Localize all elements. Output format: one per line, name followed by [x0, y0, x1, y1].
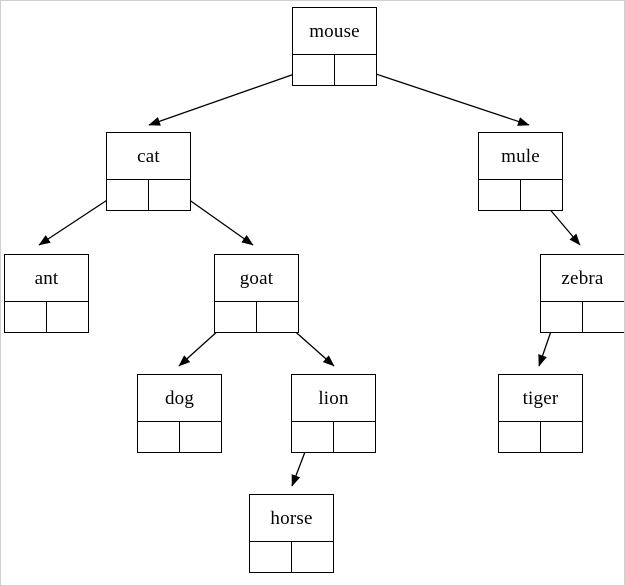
- left-pointer-cell: [138, 422, 180, 452]
- tree-node-label: horse: [270, 507, 313, 529]
- tree-node-cat: cat: [106, 132, 191, 211]
- right-pointer-cell: [180, 422, 222, 452]
- tree-node-mule: mule: [478, 132, 563, 211]
- left-pointer-cell: [479, 180, 521, 210]
- tree-node-zebra: zebra: [540, 254, 624, 333]
- left-pointer-cell: [107, 180, 149, 210]
- tree-node-label: mule: [501, 145, 540, 167]
- tree-node-label: cat: [137, 145, 160, 167]
- tree-node-label: lion: [318, 387, 349, 409]
- tree-node-pointer-cells: [107, 179, 190, 210]
- right-pointer-cell: [335, 55, 377, 85]
- right-pointer-cell: [257, 302, 299, 332]
- tree-node-label: goat: [239, 267, 274, 289]
- right-pointer-cell: [583, 302, 625, 332]
- tree-node-ant: ant: [4, 254, 89, 333]
- tree-node-pointer-cells: [138, 421, 221, 452]
- tree-node-label: mouse: [309, 20, 360, 42]
- left-pointer-cell: [5, 302, 47, 332]
- right-pointer-cell: [149, 180, 191, 210]
- left-pointer-cell: [499, 422, 541, 452]
- left-pointer-cell: [293, 55, 335, 85]
- tree-node-pointer-cells: [541, 301, 624, 332]
- left-pointer-cell: [215, 302, 257, 332]
- tree-node-label: tiger: [522, 387, 559, 409]
- tree-node-label: dog: [164, 387, 195, 409]
- left-pointer-cell: [250, 542, 292, 572]
- tree-node-tiger: tiger: [498, 374, 583, 453]
- tree-node-pointer-cells: [292, 421, 375, 452]
- tree-node-label: ant: [34, 267, 59, 289]
- tree-node-label: zebra: [561, 267, 604, 289]
- right-pointer-cell: [334, 422, 376, 452]
- tree-node-dog: dog: [137, 374, 222, 453]
- tree-node-pointer-cells: [293, 54, 376, 85]
- tree-node-pointer-cells: [250, 541, 333, 572]
- right-pointer-cell: [292, 542, 334, 572]
- tree-node-mouse: mouse: [292, 7, 377, 86]
- tree-node-goat: goat: [214, 254, 299, 333]
- left-pointer-cell: [541, 302, 583, 332]
- tree-node-pointer-cells: [479, 179, 562, 210]
- right-pointer-cell: [47, 302, 89, 332]
- tree-node-pointer-cells: [499, 421, 582, 452]
- right-pointer-cell: [541, 422, 583, 452]
- left-pointer-cell: [292, 422, 334, 452]
- tree-node-horse: horse: [249, 494, 334, 573]
- tree-node-lion: lion: [291, 374, 376, 453]
- tree-node-pointer-cells: [215, 301, 298, 332]
- tree-node-pointer-cells: [5, 301, 88, 332]
- right-pointer-cell: [521, 180, 563, 210]
